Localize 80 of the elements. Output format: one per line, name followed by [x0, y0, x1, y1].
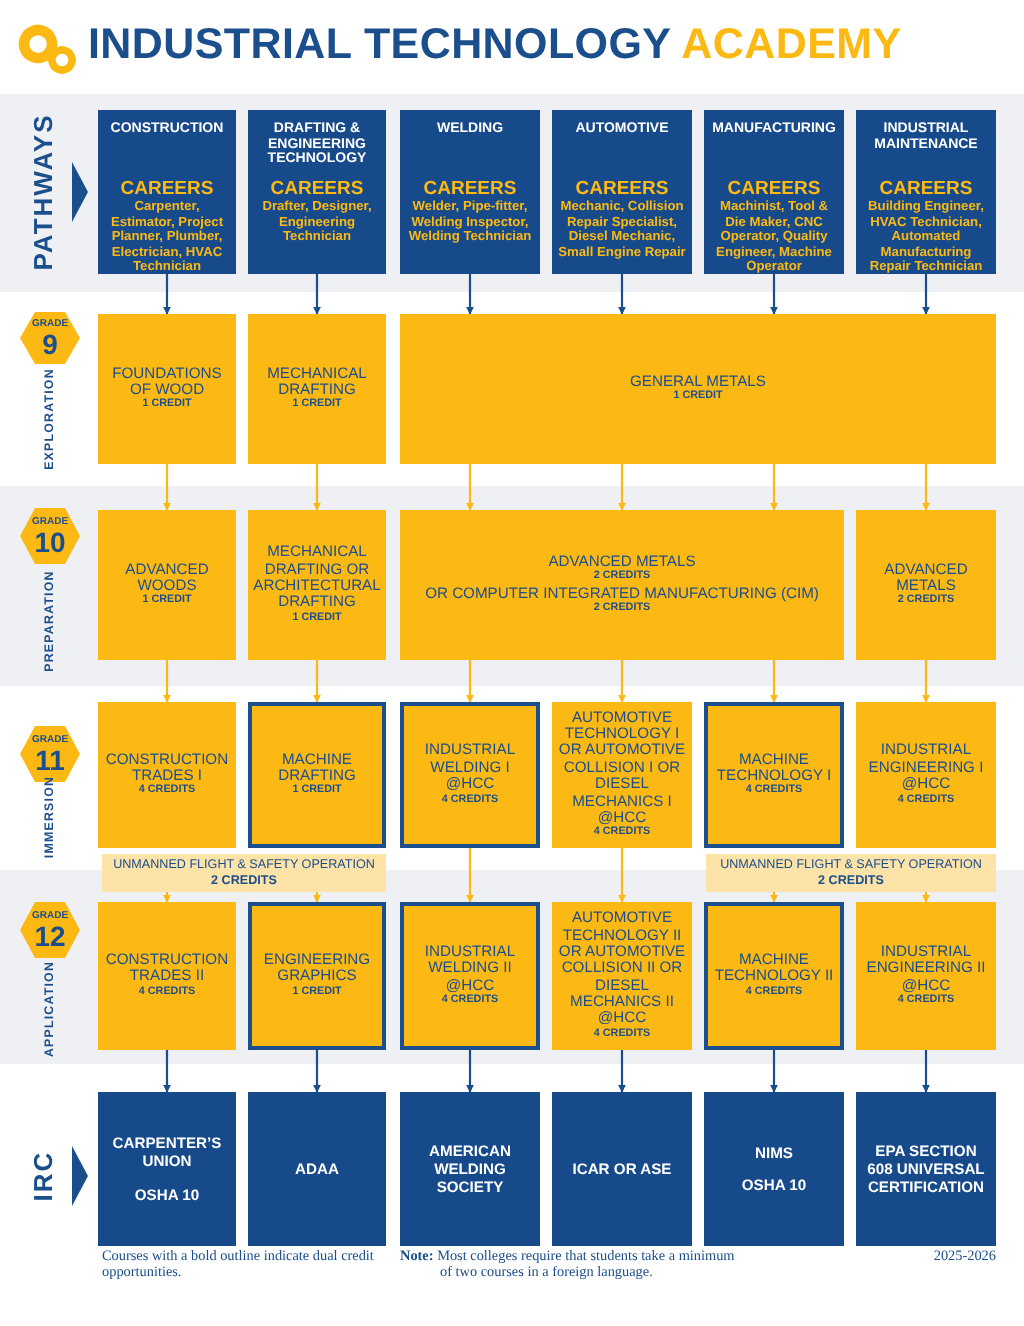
grade-hexagon: [20, 902, 80, 958]
course-box: [400, 702, 540, 848]
pathway-card: [552, 110, 692, 274]
arrow: [922, 464, 930, 511]
course-box: [552, 702, 692, 848]
grade-hexagon: [20, 508, 80, 564]
arrow: [770, 660, 778, 703]
course-box: [400, 510, 844, 660]
certification-box: [400, 1092, 540, 1246]
arrow: [163, 1050, 171, 1093]
arrow: [922, 274, 930, 315]
course-box: [98, 702, 236, 848]
arrow: [922, 660, 930, 703]
course-box: [552, 902, 692, 1050]
grade-number: 11: [35, 745, 65, 773]
arrow: [770, 892, 778, 903]
elective-band: [706, 854, 996, 892]
arrow: [770, 464, 778, 511]
arrow: [163, 464, 171, 511]
pathway-card: [856, 110, 996, 274]
arrow: [466, 660, 474, 703]
elective-band: [102, 854, 386, 892]
certification-box: [704, 1092, 844, 1246]
careers-heading: CAREERS: [575, 178, 669, 200]
arrow: [618, 660, 626, 703]
arrow: [163, 660, 171, 703]
section-label: IRC: [26, 1148, 60, 1206]
careers-heading: CAREERS: [879, 178, 973, 200]
course-box: [248, 314, 386, 464]
section-label: PATHWAYS: [26, 111, 60, 275]
pathway-card: [248, 110, 386, 274]
course-box: [856, 902, 996, 1050]
grade-hexagon: [20, 312, 80, 364]
arrow: [770, 274, 778, 315]
arrow: [618, 1050, 626, 1093]
grade-hexagon: [20, 726, 80, 782]
arrow: [618, 848, 626, 903]
arrow: [618, 464, 626, 511]
certification-box: [98, 1092, 236, 1246]
pathway-card: [704, 110, 844, 274]
grade-number: 9: [42, 329, 58, 357]
course-box: [704, 902, 844, 1050]
careers-heading: CAREERS: [423, 178, 517, 200]
arrow: [466, 274, 474, 315]
arrow: [313, 274, 321, 315]
course-box: [400, 902, 540, 1050]
arrow: [313, 464, 321, 511]
arrow: [466, 848, 474, 903]
course-box: [248, 702, 386, 848]
careers-heading: CAREERS: [120, 178, 214, 200]
pathway-card: [400, 110, 540, 274]
course-box: [98, 902, 236, 1050]
course-box: [248, 510, 386, 660]
arrow: [313, 660, 321, 703]
careers-heading: CAREERS: [727, 178, 821, 200]
course-box: [856, 510, 996, 660]
course-box: [98, 314, 236, 464]
careers-heading: CAREERS: [270, 178, 364, 200]
certification-box: [248, 1092, 386, 1246]
course-box: [98, 510, 236, 660]
course-box: [856, 702, 996, 848]
grade-number: 12: [34, 921, 66, 949]
arrow: [922, 892, 930, 903]
arrow: [618, 274, 626, 315]
grade-number: 10: [34, 527, 66, 555]
arrow: [313, 1050, 321, 1093]
pathway-card: [98, 110, 236, 274]
arrow: [922, 1050, 930, 1093]
arrow: [770, 1050, 778, 1093]
certification-box: [856, 1092, 996, 1246]
course-box: [248, 902, 386, 1050]
arrow: [163, 274, 171, 315]
course-box: [400, 314, 996, 464]
certification-box: [552, 1092, 692, 1246]
arrow: [466, 464, 474, 511]
arrow: [313, 892, 321, 903]
arrow: [466, 1050, 474, 1093]
course-box: [704, 702, 844, 848]
title: INDUSTRIAL TECHNOLOGY ACADEMY: [88, 20, 902, 70]
arrow: [163, 892, 171, 903]
